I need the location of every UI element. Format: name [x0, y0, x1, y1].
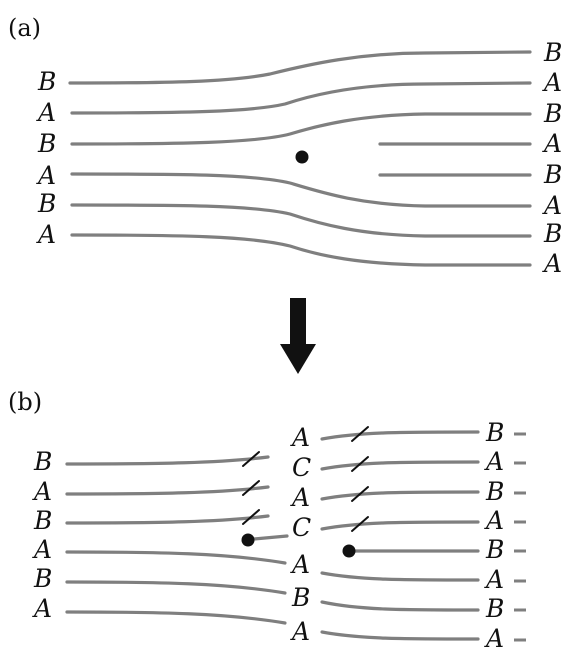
- slash-mark-icon: [351, 486, 369, 502]
- panel-b-left-plane: [65, 514, 270, 525]
- slash-mark-icon: [242, 451, 260, 467]
- panel-a-plane: [70, 81, 532, 115]
- panel-b-right-label: A: [484, 565, 504, 594]
- panel-b: (b) B A B A B A A C A C A B A B A B A B …: [8, 388, 526, 653]
- panel-b-right-plane: [320, 600, 480, 612]
- panel-b-right-label: A: [484, 624, 504, 653]
- panel-b-left-label: B: [33, 564, 52, 593]
- panel-b-left-plane: [65, 580, 287, 595]
- panel-b-left-plane: [65, 485, 270, 496]
- slash-mark-icon: [351, 426, 369, 442]
- panel-a-plane: [70, 112, 532, 146]
- panel-b-left-label: A: [32, 535, 52, 564]
- panel-b-left-label: B: [33, 447, 52, 476]
- slash-mark-icon: [242, 480, 260, 496]
- panel-b-right-plane: [320, 520, 480, 531]
- arrow-down-icon: [280, 298, 316, 374]
- panel-b-left-plane: [65, 455, 270, 466]
- panel-a: (a) B A B A B A B A B A B A B A: [8, 14, 562, 278]
- panel-a-right-label: B: [543, 99, 562, 128]
- slash-mark-icon: [242, 509, 260, 525]
- panel-a-left-label: A: [36, 161, 56, 190]
- panel-b-right-label: A: [484, 447, 504, 476]
- panel-a-right-label: B: [543, 160, 562, 189]
- dislocation-icon: [342, 544, 356, 558]
- panel-a-left-label: B: [37, 129, 56, 158]
- panel-a-left-label: B: [37, 189, 56, 218]
- panel-b-left-label: A: [32, 477, 52, 506]
- panel-a-plane: [70, 233, 532, 267]
- panel-a-plane: [68, 50, 532, 85]
- slash-mark-icon: [351, 516, 369, 532]
- panel-b-middle-label: A: [290, 617, 310, 646]
- dislocation-icon: [241, 533, 255, 547]
- slash-mark-icon: [351, 456, 369, 472]
- panel-b-right-label: A: [484, 506, 504, 535]
- panel-b-left-label: A: [32, 594, 52, 623]
- panel-a-right-label: A: [542, 129, 562, 158]
- panel-b-right-plane: [320, 460, 480, 471]
- panel-a-left-label: A: [36, 98, 56, 127]
- panel-a-right-label: B: [543, 219, 562, 248]
- panel-b-right-label: B: [485, 477, 504, 506]
- panel-a-left-label: B: [37, 67, 56, 96]
- panel-b-middle-label: C: [292, 453, 311, 482]
- panel-b-left-label: B: [33, 506, 52, 535]
- panel-a-left-label: A: [36, 220, 56, 249]
- panel-b-right-label: B: [485, 594, 504, 623]
- panel-b-label: (b): [8, 388, 42, 416]
- panel-b-middle-label: A: [290, 423, 310, 452]
- panel-a-plane: [70, 203, 532, 238]
- panel-a-right-label: A: [542, 191, 562, 220]
- dislocation-icon: [295, 150, 309, 164]
- panel-b-left-plane: [65, 610, 287, 625]
- panel-a-right-label: A: [542, 68, 562, 97]
- panel-a-right-label: B: [543, 38, 562, 67]
- panel-b-right-label: B: [485, 535, 504, 564]
- panel-a-label: (a): [8, 14, 41, 42]
- panel-b-right-plane: [320, 430, 480, 441]
- panel-b-right-plane: [320, 490, 480, 501]
- panel-b-right-label: B: [485, 418, 504, 447]
- panel-b-middle-label: A: [290, 550, 310, 579]
- panel-a-right-label: A: [542, 249, 562, 278]
- panel-b-left-plane: [252, 534, 289, 541]
- panel-b-middle-label: C: [292, 513, 311, 542]
- panel-b-middle-label: A: [290, 483, 310, 512]
- panel-b-right-plane: [320, 630, 480, 641]
- panel-b-right-plane: [320, 571, 480, 582]
- panel-a-plane: [70, 172, 532, 208]
- panel-b-left-plane: [65, 550, 287, 565]
- panel-b-middle-label: B: [291, 583, 310, 612]
